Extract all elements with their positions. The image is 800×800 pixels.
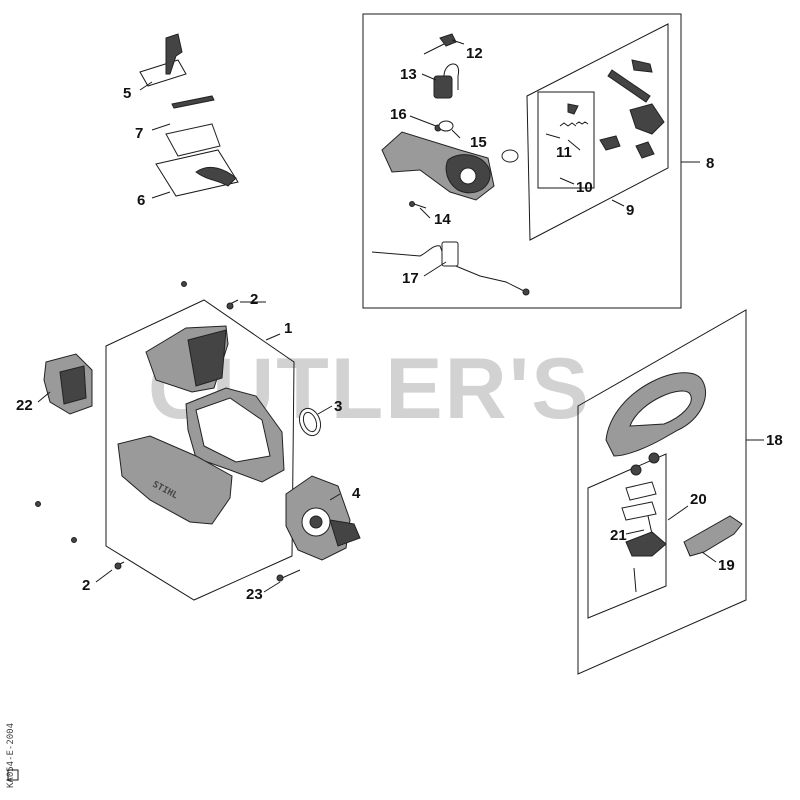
callout-9: 9 xyxy=(626,202,634,219)
part-21-pin xyxy=(647,515,653,535)
callout-15: 15 xyxy=(470,134,487,151)
screw-2-top xyxy=(226,299,239,310)
callout-4: 4 xyxy=(352,485,361,502)
nut-left xyxy=(630,464,642,476)
screw-top-small xyxy=(181,281,187,287)
part-13-switch xyxy=(433,63,460,99)
callout-20: 20 xyxy=(690,491,707,508)
leader-lines xyxy=(37,43,764,593)
callout-2-top: 2 xyxy=(250,291,258,308)
panel-10 xyxy=(537,91,595,189)
callout-2-bottom: 2 xyxy=(82,577,90,594)
assembly-box-8 xyxy=(362,13,682,309)
panel-9 xyxy=(526,23,669,241)
part-7-strip xyxy=(171,95,215,109)
part-5-lever xyxy=(165,33,183,75)
front-shell xyxy=(117,435,233,525)
plate-lower xyxy=(621,501,657,521)
callout-19: 19 xyxy=(718,557,735,574)
callout-numbers: 5 7 6 12 13 16 15 14 17 11 10 9 8 2 1 3 … xyxy=(16,45,783,603)
part-11-springs xyxy=(545,103,589,139)
part-19-bracket xyxy=(683,515,743,557)
part-3-ring xyxy=(298,407,322,437)
panel-9-components xyxy=(599,59,665,159)
diagram-reference-code: KA054-E-2004 xyxy=(6,723,16,788)
part-14-screw xyxy=(409,201,427,209)
callout-13: 13 xyxy=(400,66,417,83)
bolt xyxy=(633,567,637,593)
clamp-piece xyxy=(625,531,667,557)
callout-3: 3 xyxy=(334,398,342,415)
callout-10: 10 xyxy=(576,179,593,196)
callout-14: 14 xyxy=(434,211,451,228)
part-6-board xyxy=(165,123,221,157)
plate-upper xyxy=(625,481,657,501)
callout-7: 7 xyxy=(135,125,143,142)
callout-6: 6 xyxy=(137,192,145,209)
assembly-box-18 xyxy=(577,309,747,675)
part-15-ring xyxy=(438,120,454,132)
screw-2-bottom xyxy=(114,561,125,570)
handle-assembly-group xyxy=(362,13,682,309)
callout-16: 16 xyxy=(390,106,407,123)
housing-assembly-group: STIHL xyxy=(35,281,295,601)
nut-right xyxy=(648,452,660,464)
part-12-clip xyxy=(439,33,465,47)
callout-17: 17 xyxy=(402,270,419,287)
reference-box-icon xyxy=(7,769,19,781)
part-17-cable xyxy=(371,241,530,296)
assembly-box-20 xyxy=(587,453,667,619)
callout-5: 5 xyxy=(123,85,131,102)
part-22-guard xyxy=(43,353,93,415)
callout-21: 21 xyxy=(610,527,627,544)
screw-left-1 xyxy=(35,501,41,507)
callout-22: 22 xyxy=(16,397,33,414)
part-23-screw xyxy=(276,569,301,582)
handle-ring xyxy=(501,149,519,163)
callout-18: 18 xyxy=(766,432,783,449)
handle-housing xyxy=(381,131,495,201)
callout-12: 12 xyxy=(466,45,483,62)
callout-11: 11 xyxy=(556,144,572,161)
loop-handle-assembly-group xyxy=(577,309,747,675)
callout-8: 8 xyxy=(706,155,714,172)
assembly-box-1 xyxy=(105,299,295,601)
callout-23: 23 xyxy=(246,586,263,603)
part-6-wires xyxy=(195,166,237,187)
part-4-motor xyxy=(285,475,361,561)
screw-left-2 xyxy=(71,537,77,543)
callout-1: 1 xyxy=(284,320,292,337)
parts-5-6-7-group xyxy=(139,33,239,197)
